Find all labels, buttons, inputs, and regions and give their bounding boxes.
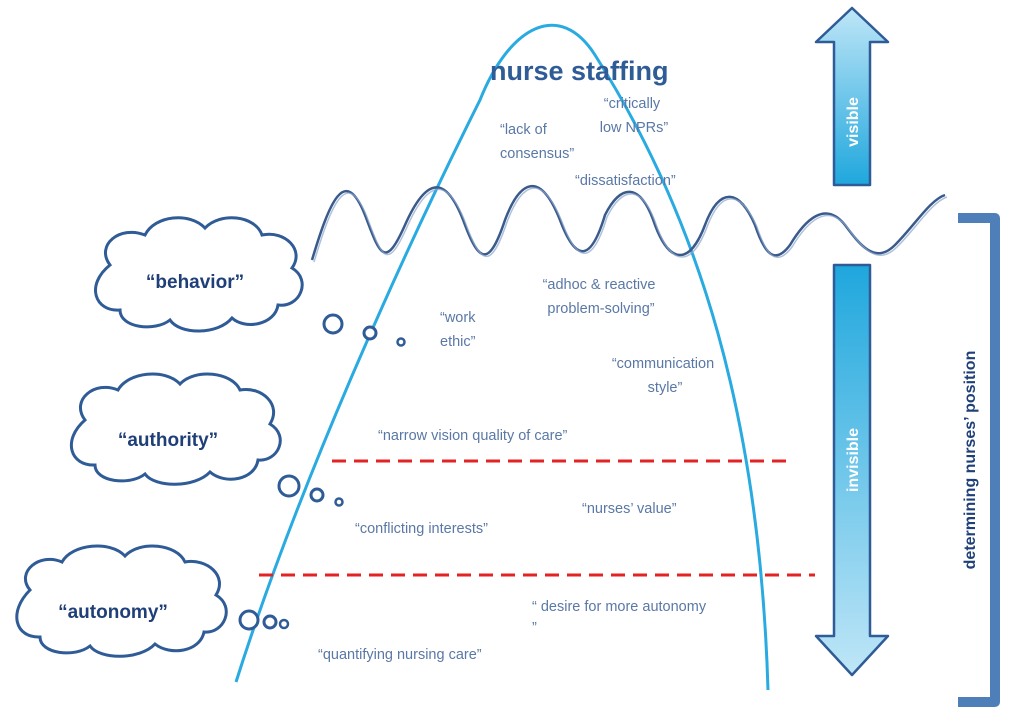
thought-cloud-authority: “authority” — [69, 372, 344, 507]
iceberg-outline — [234, 23, 770, 691]
cloud-shape — [15, 544, 228, 658]
thought-bubble-large — [322, 313, 344, 335]
thought-cloud-autonomy: “autonomy” — [15, 544, 290, 658]
quote-conflicting-interests: “conflicting interests” — [355, 521, 488, 537]
quote-lack-of-consensus: “lack of consensus” — [500, 122, 574, 162]
quote-dissatisfaction: “dissatisfaction” — [575, 173, 676, 189]
arrow-down-shape — [814, 263, 890, 677]
diagram-title: nurse staffing — [490, 56, 669, 86]
arrow-up-shape — [814, 6, 890, 187]
thought-bubble-small — [278, 618, 290, 630]
arrow-label-invisible: invisible — [845, 428, 862, 492]
thought-bubble-large — [277, 474, 301, 498]
thought-bubble-small — [334, 497, 344, 507]
quote-work-ethic: “work ethic” — [440, 310, 479, 350]
invisible-arrow: invisible — [814, 263, 890, 677]
thought-bubble-medium — [262, 614, 278, 630]
quote-nurses-value: “nurses’ value” — [582, 501, 677, 517]
cloud-label-autonomy: “autonomy” — [58, 602, 168, 623]
arrow-label-visible: visible — [845, 97, 862, 147]
position-bracket — [958, 213, 1000, 707]
quote-critically-low-nprs: “critically low NPRs” — [600, 96, 669, 136]
water-line — [310, 184, 946, 261]
thought-bubble-medium — [309, 487, 325, 503]
cloud-shape — [94, 216, 304, 333]
thought-bubble-medium — [362, 325, 378, 341]
quote-communication-style: “communication style” — [612, 356, 718, 396]
cloud-label-authority: “authority” — [118, 430, 218, 451]
cloud-shape — [69, 372, 282, 486]
visible-arrow: visible — [814, 6, 890, 187]
thought-cloud-behavior: “behavior” — [94, 216, 406, 347]
quote-quantifying-nursing-care: “quantifying nursing care” — [318, 647, 482, 663]
quote-adhoc-reactive: “adhoc & reactive problem-solving” — [543, 277, 660, 317]
quote-narrow-vision: “narrow vision quality of care” — [378, 428, 568, 444]
thought-bubble-large — [238, 609, 260, 631]
bracket-label: determining nurses’ position — [962, 351, 979, 570]
quote-desire-autonomy: “ desire for more autonomy ” — [532, 599, 710, 636]
water-line-shadow — [313, 187, 948, 263]
thought-bubble-small — [396, 337, 406, 347]
cloud-label-behavior: “behavior” — [146, 272, 244, 293]
